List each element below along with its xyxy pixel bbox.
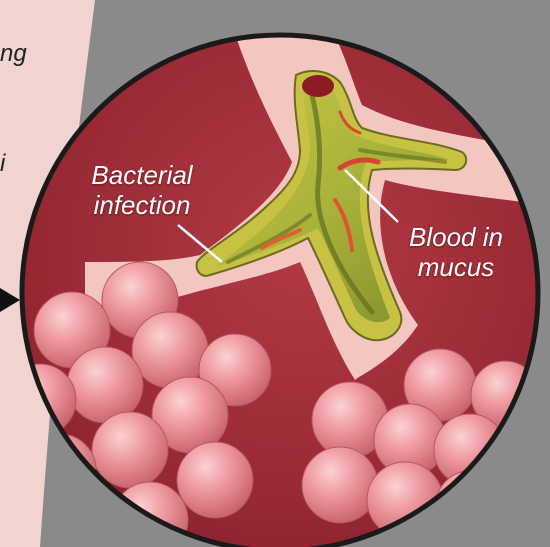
edge-text-middle: i	[0, 150, 5, 178]
edge-text-top: ng	[0, 40, 27, 68]
blood-in-mucus-label: Blood in mucus	[400, 222, 512, 282]
blood-label-line2: mucus	[400, 252, 512, 282]
alveolus	[302, 447, 378, 523]
alveolus	[177, 442, 253, 518]
bacterial-label-line1: Bacterial	[72, 160, 212, 190]
alveolus	[92, 412, 168, 488]
blood-label-line1: Blood in	[400, 222, 512, 252]
bacterial-infection-label: Bacterial infection	[72, 160, 212, 220]
bacterial-label-line2: infection	[72, 190, 212, 220]
bronchus-opening	[302, 75, 334, 97]
alveolus	[132, 312, 208, 388]
